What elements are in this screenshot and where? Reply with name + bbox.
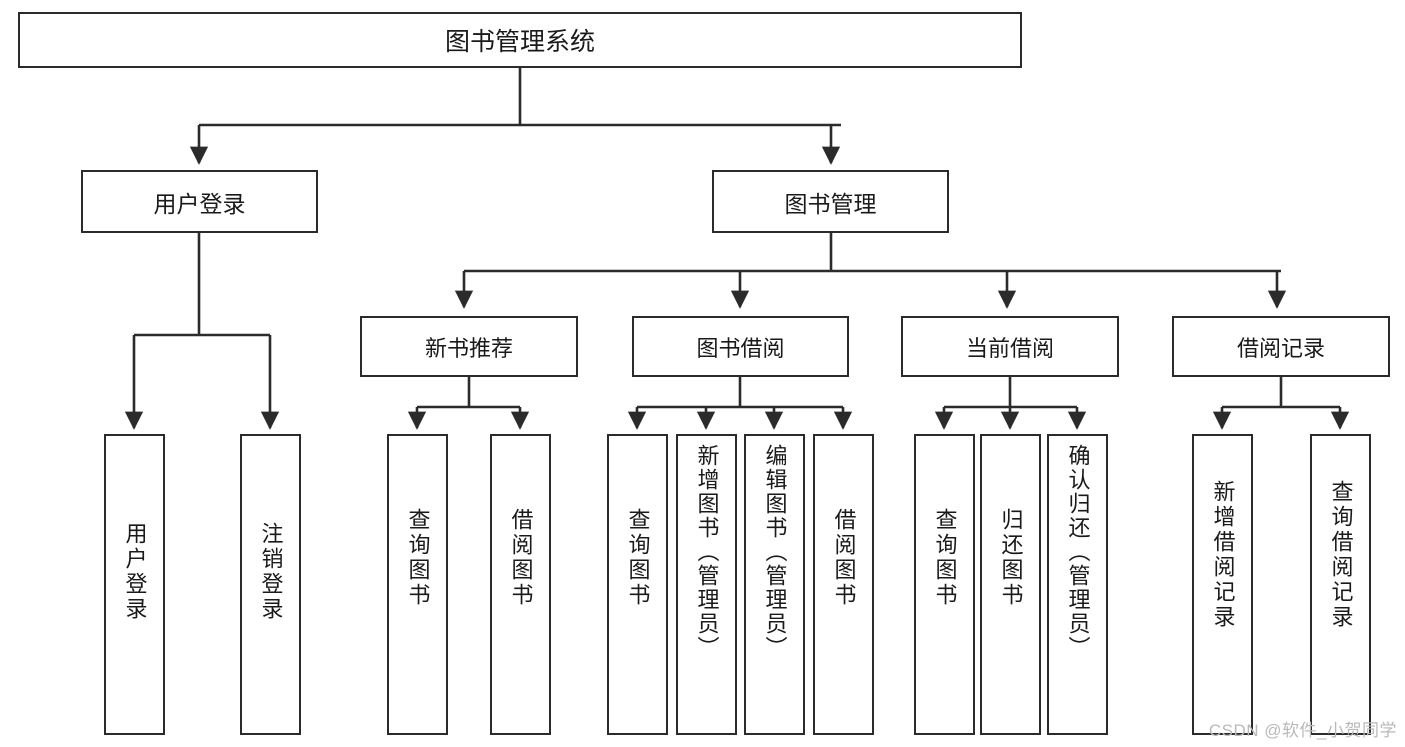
node-root-book-management-system[interactable]: 图书管理系统 <box>18 12 1022 68</box>
node-label: 查询图书 <box>625 508 651 608</box>
leaf-confirm-return-admin[interactable]: 确认归还（管理员） <box>1047 434 1108 735</box>
node-new-book-recommendation[interactable]: 新书推荐 <box>360 316 578 377</box>
leaf-return-book[interactable]: 归还图书 <box>980 434 1041 735</box>
leaf-query-borrow-record[interactable]: 查询借阅记录 <box>1310 434 1371 735</box>
node-label: 新增借阅记录 <box>1210 480 1236 630</box>
leaf-query-book-recommend[interactable]: 查询图书 <box>387 434 448 735</box>
node-book-borrowing[interactable]: 图书借阅 <box>632 316 849 377</box>
node-label: 编辑图书（管理员） <box>762 444 788 660</box>
node-label: 用户登录 <box>153 190 246 217</box>
node-label: 用户登录 <box>122 522 148 622</box>
node-label: 新书推荐 <box>424 335 513 361</box>
node-borrowing-record[interactable]: 借阅记录 <box>1172 316 1390 377</box>
node-label: 借阅记录 <box>1236 335 1325 361</box>
node-label: 查询借阅记录 <box>1328 480 1354 630</box>
node-label: 借阅图书 <box>831 508 857 608</box>
leaf-add-book-admin[interactable]: 新增图书（管理员） <box>676 434 737 735</box>
leaf-user-login[interactable]: 用户登录 <box>104 434 165 735</box>
leaf-add-borrow-record[interactable]: 新增借阅记录 <box>1192 434 1253 735</box>
node-label: 注销登录 <box>258 522 284 622</box>
leaf-query-book-borrow[interactable]: 查询图书 <box>607 434 668 735</box>
leaf-borrow-book-recommend[interactable]: 借阅图书 <box>490 434 551 735</box>
node-label: 图书管理 <box>784 190 877 217</box>
node-label: 当前借阅 <box>965 335 1054 361</box>
node-user-login[interactable]: 用户登录 <box>81 170 318 233</box>
csdn-watermark: CSDN @软件_小贺同学 <box>1208 721 1397 740</box>
leaf-query-book-current[interactable]: 查询图书 <box>914 434 975 735</box>
node-current-borrowing[interactable]: 当前借阅 <box>901 316 1119 377</box>
node-label: 归还图书 <box>998 508 1024 608</box>
node-book-management[interactable]: 图书管理 <box>712 170 949 233</box>
node-label: 图书管理系统 <box>444 28 595 56</box>
leaf-edit-book-admin[interactable]: 编辑图书（管理员） <box>744 434 805 735</box>
node-label: 新增图书（管理员） <box>694 444 720 660</box>
node-label: 查询图书 <box>405 508 431 608</box>
leaf-borrow-book[interactable]: 借阅图书 <box>813 434 874 735</box>
node-label: 图书借阅 <box>696 335 785 361</box>
node-label: 查询图书 <box>932 508 958 608</box>
node-label: 确认归还（管理员） <box>1065 444 1091 660</box>
leaf-logout[interactable]: 注销登录 <box>240 434 301 735</box>
node-label: 借阅图书 <box>508 508 534 608</box>
